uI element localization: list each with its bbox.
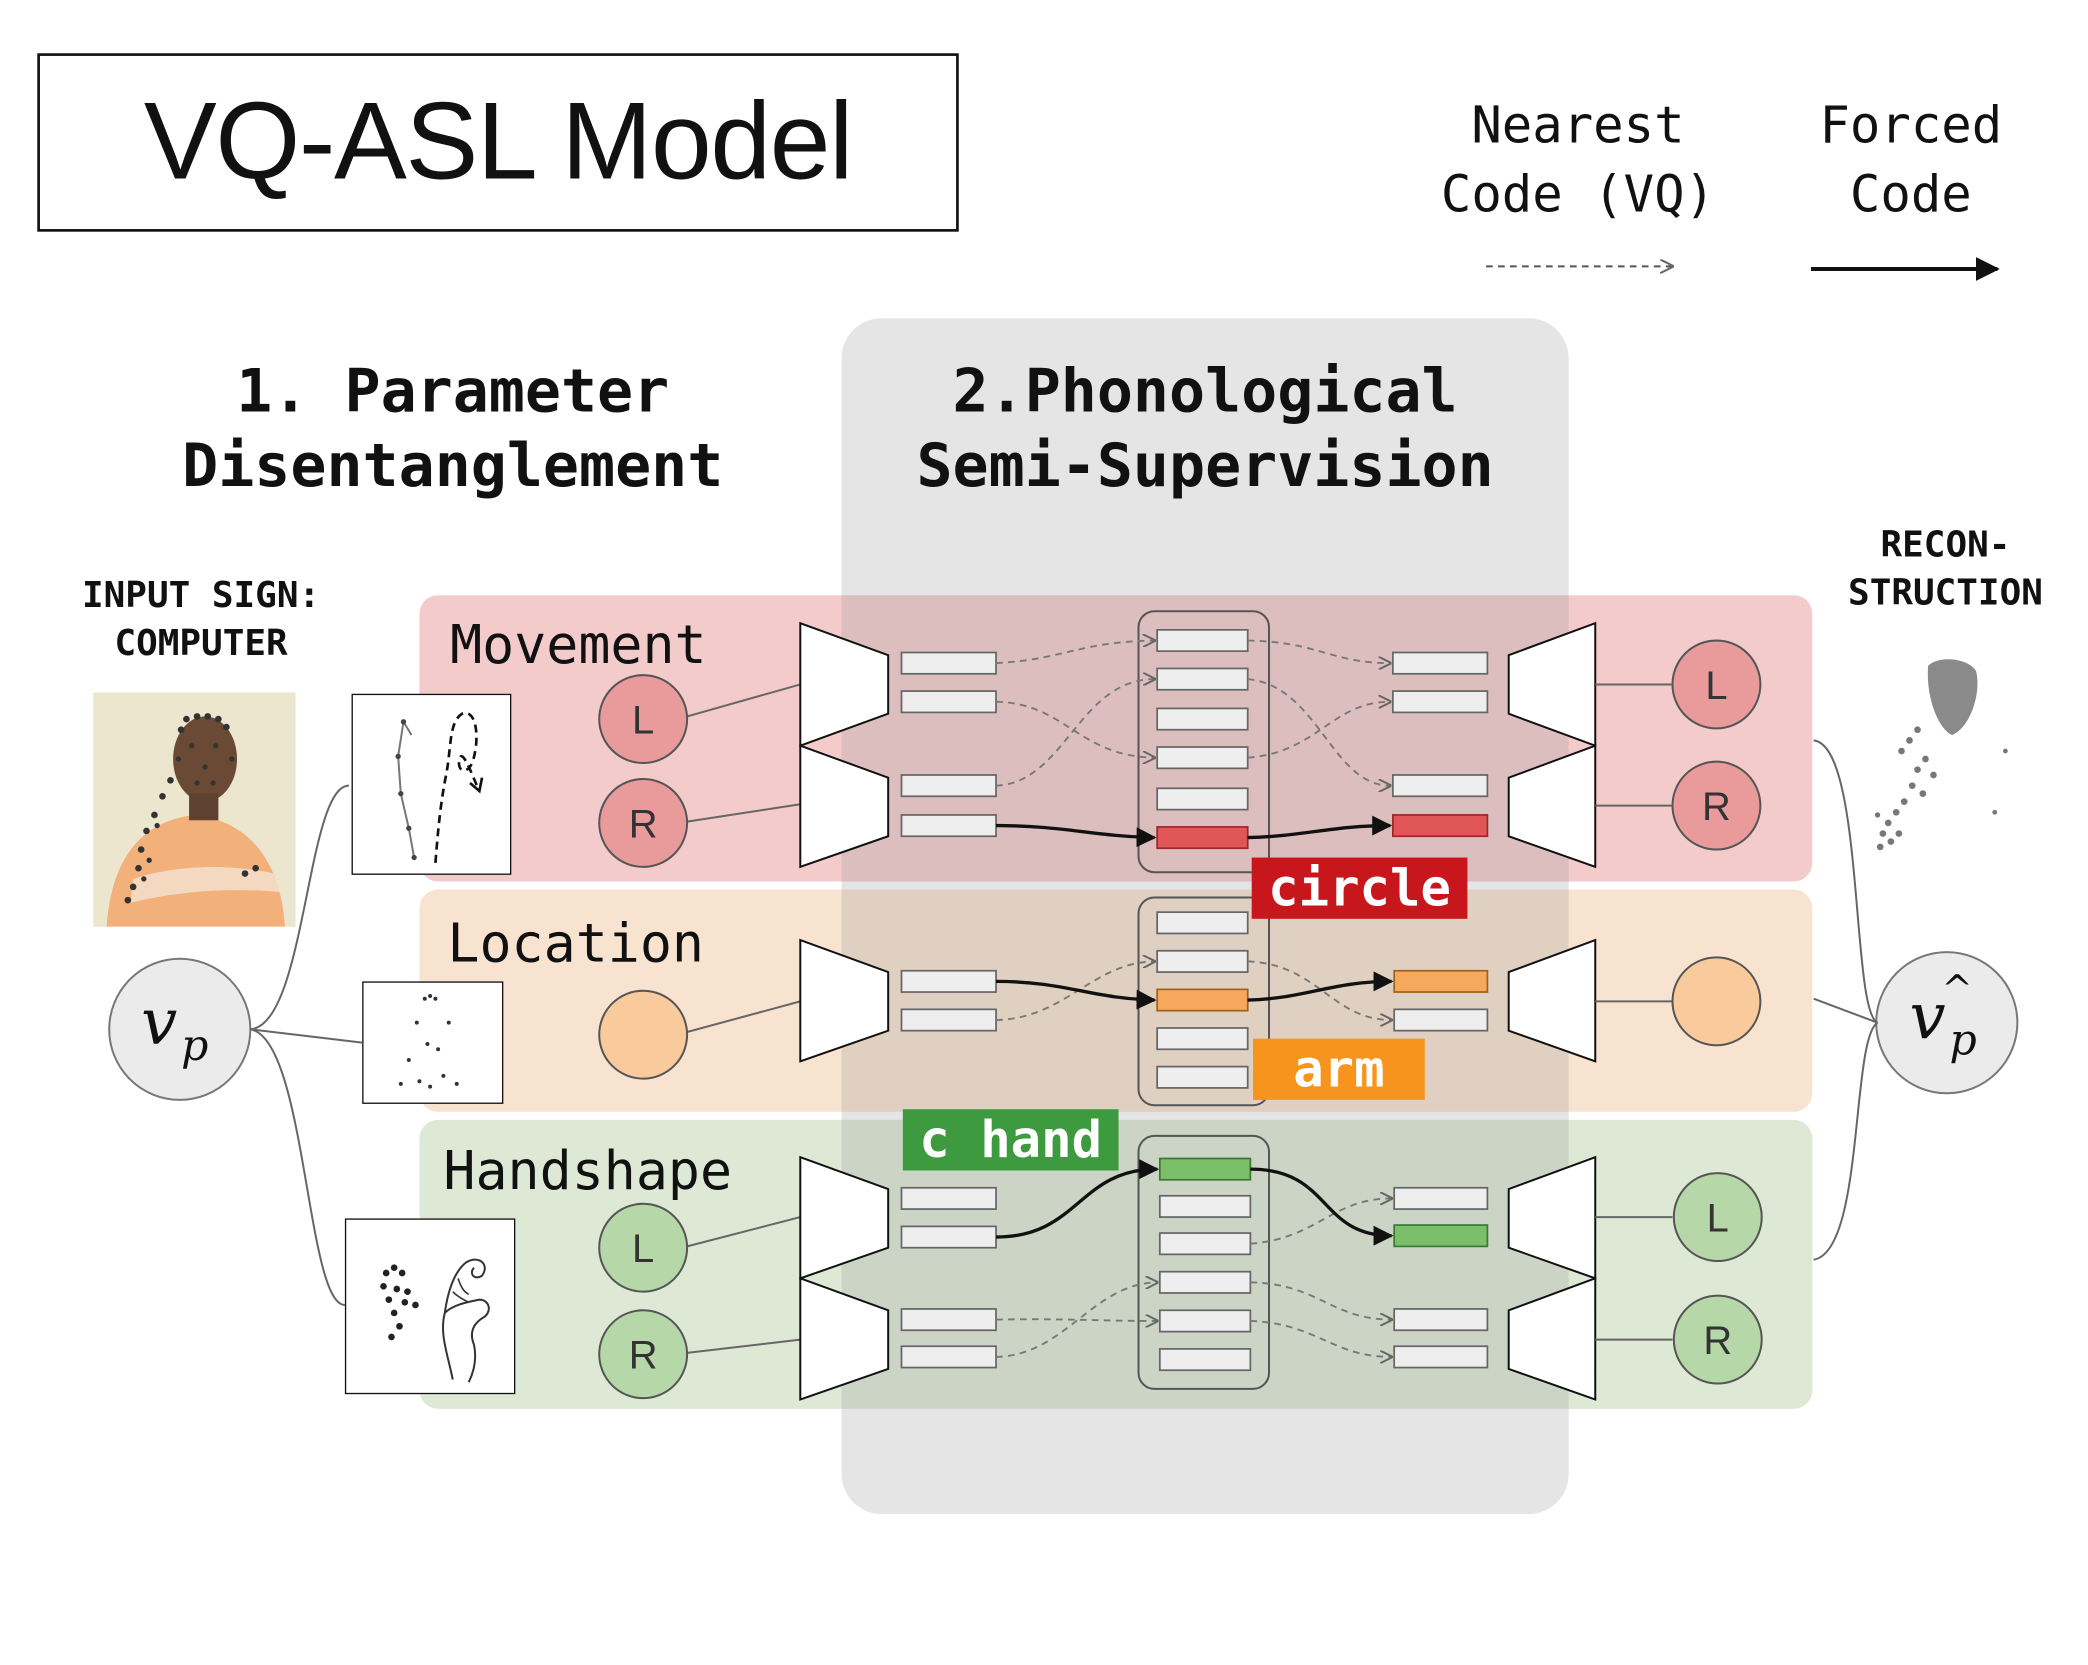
handshape-forced-arrows	[996, 1159, 1394, 1246]
location-sketch	[362, 981, 504, 1104]
output-subscript: p	[1949, 1016, 1976, 1066]
location-forced-arrows	[996, 971, 1394, 1010]
movement-out-left-node	[1595, 639, 1762, 730]
handshape-out-left-letter: L	[1707, 1196, 1729, 1240]
location-decoder	[1507, 938, 1597, 1063]
handshape-decoder-codes	[1393, 1308, 1489, 1369]
location-node	[598, 989, 801, 1080]
circle-tag: circle	[1251, 857, 1468, 919]
movement-codebook	[1137, 610, 1271, 874]
input-connectors	[250, 784, 363, 1306]
location-encoder-codes	[900, 969, 997, 1032]
handshape-decoder-left	[1507, 1155, 1597, 1280]
movement-decoder-codes	[1391, 651, 1489, 798]
location-forced-code	[1156, 988, 1249, 1012]
step2-title: 2.Phonological Semi-Supervision	[916, 355, 1494, 501]
output-hat: ^	[1941, 966, 1972, 1010]
handshape-decoder-right	[1507, 1276, 1597, 1401]
handshape-label: Handshape	[443, 1141, 733, 1203]
handshape-codebook-entries	[1158, 1194, 1252, 1372]
page-title: VQ-ASL Model	[143, 81, 854, 203]
input-symbol: v	[141, 986, 177, 1060]
movement-vq-arrows	[995, 640, 1390, 785]
movement-decoder-left	[1507, 621, 1597, 748]
output-symbol: v	[1910, 981, 1946, 1055]
handshape-sketch	[344, 1218, 516, 1395]
movement-decoder-right	[1507, 744, 1597, 869]
movement-encoder-right	[799, 744, 890, 869]
handshape-encoder-left	[799, 1155, 890, 1280]
movement-left-letter: L	[632, 698, 654, 742]
handshape-out-left-node	[1595, 1172, 1763, 1263]
movement-codebook-entries	[1156, 628, 1249, 811]
output-connectors	[1813, 739, 1879, 1261]
movement-left-node	[598, 674, 801, 765]
handshape-right-node	[598, 1309, 801, 1400]
handshape-out-right-node	[1595, 1294, 1763, 1385]
input-subscript: p	[181, 1021, 208, 1071]
handshape-forced-code	[1158, 1157, 1252, 1181]
reconstruction-pointcloud	[1874, 659, 2008, 851]
movement-right-node	[598, 777, 801, 868]
handshape-right-letter: R	[629, 1334, 658, 1378]
movement-out-left-letter: L	[1705, 664, 1727, 708]
movement-right-letter: R	[629, 802, 658, 846]
location-decoder-code	[1393, 1008, 1489, 1032]
input-sign-photo	[93, 692, 296, 927]
movement-encoder-left	[799, 621, 890, 748]
title-box: VQ-ASL Model	[37, 53, 959, 232]
movement-out-right-letter: R	[1702, 785, 1731, 829]
handshape-encoder-codes	[900, 1186, 997, 1369]
movement-out-right-node	[1595, 760, 1762, 851]
handshape-left-node	[598, 1202, 801, 1293]
handshape-decoder-code	[1393, 1186, 1489, 1210]
step1-title: 1. Parameter Disentanglement	[182, 355, 724, 501]
movement-forced-arrows	[996, 815, 1393, 848]
arm-tag: arm	[1253, 1038, 1425, 1100]
movement-decoder-forced-code	[1391, 814, 1489, 838]
handshape-vq-arrows	[996, 1198, 1391, 1356]
legend-nearest-label: Nearest Code (VQ)	[1440, 95, 1716, 224]
handshape-decoder-forced-code	[1393, 1224, 1489, 1248]
location-decoder-forced-code	[1393, 969, 1489, 993]
handshape-out-right-letter: R	[1703, 1319, 1732, 1363]
location-out-node	[1595, 956, 1762, 1047]
reconstruction-label: RECON- STRUCTION	[1848, 524, 2043, 614]
location-codebook-entries	[1156, 911, 1249, 1089]
movement-forced-code	[1156, 826, 1249, 850]
movement-encoder-codes	[900, 651, 997, 838]
c-hand-tag: c hand	[902, 1109, 1119, 1171]
handshape-left-letter: L	[632, 1227, 654, 1271]
handshape-codebook	[1137, 1134, 1271, 1390]
location-encoder	[799, 938, 890, 1063]
handshape-encoder-right	[799, 1276, 890, 1401]
legend-forced-label: Forced Code	[1819, 95, 2003, 224]
location-label: Location	[447, 913, 704, 975]
input-node	[108, 957, 252, 1101]
movement-label: Movement	[450, 615, 707, 677]
input-sign-label: INPUT SIGN: COMPUTER	[82, 575, 321, 665]
movement-sketch	[351, 693, 512, 875]
